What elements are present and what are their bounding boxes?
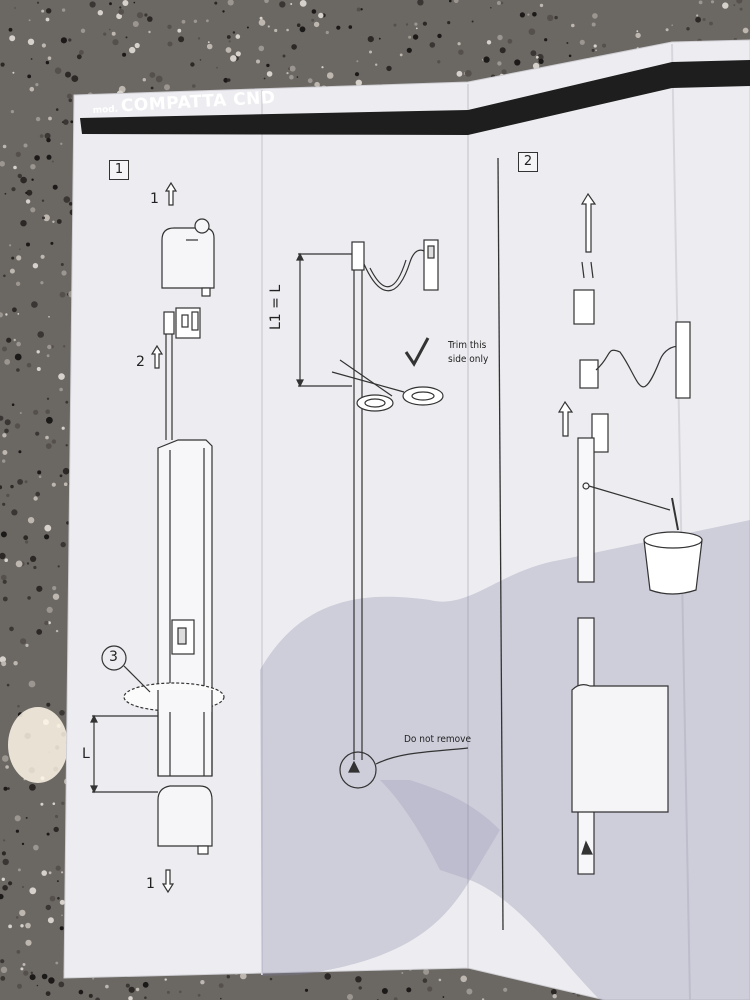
dimension-label: L1 = L [268, 284, 284, 330]
header-band [80, 60, 750, 135]
length-label: L [82, 746, 90, 762]
panel-divider [497, 157, 504, 931]
arrow-label-top: 1 [150, 191, 159, 207]
trim-note-line2: side only [448, 354, 489, 365]
step-number-1: 1 [109, 160, 129, 180]
mod-label: mod. [92, 104, 119, 116]
trim-note-line1: Trim this [448, 340, 487, 351]
callout-number-3: 3 [109, 649, 118, 665]
step-number-2: 2 [518, 152, 538, 172]
arrow-label-bottom: 1 [146, 876, 155, 892]
do-not-remove-label: Do not remove [404, 734, 472, 745]
arrow-label-middle: 2 [136, 354, 145, 370]
